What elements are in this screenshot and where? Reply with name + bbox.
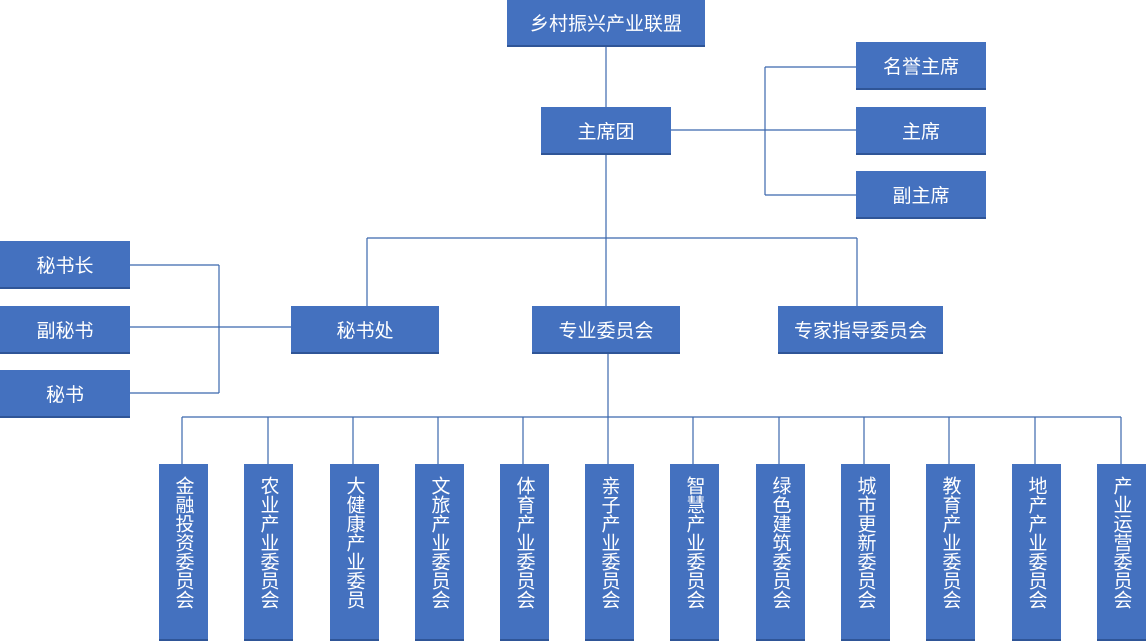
committee-label: 教育产业委员会 [939, 476, 962, 609]
committee-node-health[interactable]: 大健康产业委员 [330, 464, 379, 641]
committee-node-parent-child[interactable]: 亲子产业委员会 [585, 464, 634, 641]
vice-chair-node[interactable]: 副主席 [856, 171, 986, 219]
presidium-node[interactable]: 主席团 [541, 107, 671, 155]
committee-label: 地产产业委员会 [1025, 476, 1048, 609]
committee-node-green-building[interactable]: 绿色建筑委员会 [756, 464, 805, 641]
committee-node-culture-tourism[interactable]: 文旅产业委员会 [415, 464, 464, 641]
committee-label: 大健康产业委员 [343, 476, 366, 609]
committee-label: 绿色建筑委员会 [769, 476, 792, 609]
committee-node-urban-renewal[interactable]: 城市更新委员会 [841, 464, 890, 641]
committee-node-sports[interactable]: 体育产业委员会 [500, 464, 549, 641]
committee-node-finance[interactable]: 金融投资委员会 [159, 464, 208, 641]
committee-label: 金融投资委员会 [172, 476, 195, 609]
committee-node-real-estate[interactable]: 地产产业委员会 [1012, 464, 1061, 641]
secretariat-node[interactable]: 秘书处 [291, 306, 439, 354]
root-node[interactable]: 乡村振兴产业联盟 [507, 0, 705, 47]
committee-label: 智慧产业委员会 [683, 476, 706, 609]
committee-node-operations[interactable]: 产业运营委员会 [1097, 464, 1146, 641]
honorary-chair-node[interactable]: 名誉主席 [856, 42, 986, 90]
committee-label: 体育产业委员会 [513, 476, 536, 609]
committee-label: 亲子产业委员会 [598, 476, 621, 609]
committee-node-agriculture[interactable]: 农业产业委员会 [244, 464, 293, 641]
committee-label: 农业产业委员会 [257, 476, 280, 609]
secretary-general-node[interactable]: 秘书长 [0, 241, 130, 289]
committee-label: 城市更新委员会 [854, 476, 877, 609]
committee-label: 文旅产业委员会 [428, 476, 451, 609]
chair-node[interactable]: 主席 [856, 107, 986, 155]
committees-group-node[interactable]: 专业委员会 [532, 306, 680, 354]
secretary-node[interactable]: 秘书 [0, 370, 130, 418]
committee-node-education[interactable]: 教育产业委员会 [926, 464, 975, 641]
committee-label: 产业运营委员会 [1110, 476, 1133, 609]
deputy-secretary-node[interactable]: 副秘书 [0, 306, 130, 354]
committee-node-smart[interactable]: 智慧产业委员会 [670, 464, 719, 641]
experts-committee-node[interactable]: 专家指导委员会 [778, 306, 943, 354]
